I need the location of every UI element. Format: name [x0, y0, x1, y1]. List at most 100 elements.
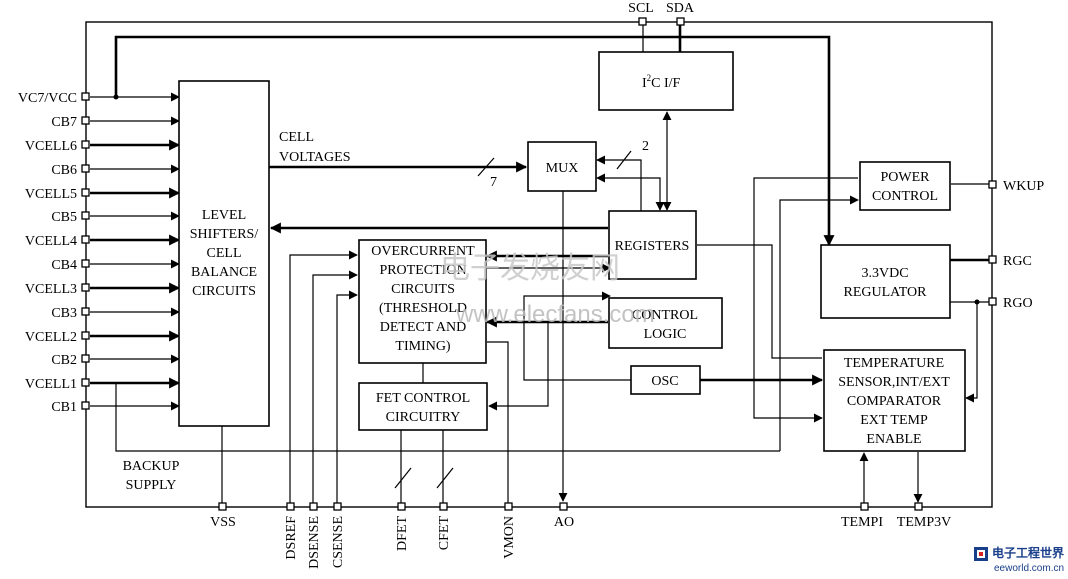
pin-cb3	[81, 307, 90, 316]
logo-url: eeworld.com.cn	[994, 563, 1064, 574]
pin-label-vcell4: VCELL4	[25, 234, 77, 249]
temperature-line-5: ENABLE	[866, 432, 921, 447]
overcurrent-line-4: (THRESHOLD	[379, 301, 467, 316]
pin-vcell1	[81, 378, 90, 387]
pin-dfet	[397, 502, 406, 511]
cell-voltages-label-1: CELL	[279, 130, 314, 145]
mux-label: MUX	[546, 161, 579, 176]
bus2-slash	[616, 150, 632, 170]
dsref-wire	[289, 250, 358, 504]
temperature-line-2: SENSOR,INT/EXT	[838, 375, 950, 390]
wires	[90, 25, 990, 504]
csense-wire	[336, 290, 358, 504]
mux-registers-data-wire	[596, 173, 665, 211]
registers-to-mux-wire	[596, 155, 642, 212]
pin-vc7-vcc	[81, 92, 90, 101]
level-shifters-line-1: LEVEL	[202, 208, 246, 223]
level-shifters-line-3: CELL	[207, 246, 242, 261]
pin-label-tempi: TEMPI	[841, 515, 883, 530]
pin-label-vc7-vcc: VC7/VCC	[18, 91, 77, 106]
pin-ao	[559, 502, 568, 511]
pin-label-temp3v: TEMP3V	[897, 515, 951, 530]
registers-block: REGISTERS	[608, 210, 697, 280]
pin-label-cb7: CB7	[51, 115, 77, 130]
pin-sda	[676, 17, 685, 26]
pin-cb5	[81, 211, 90, 220]
power-to-temperature-wire	[753, 177, 858, 423]
watermark-site-text: www.elecfans.com	[455, 301, 655, 328]
osc-label: OSC	[651, 374, 678, 389]
pin-label-cfet: CFET	[437, 516, 452, 551]
temperature-line-3: COMPARATOR	[847, 394, 942, 409]
fet-control-line-1: FET CONTROL	[376, 391, 470, 406]
fet-control-block: FET CONTROL CIRCUITRY	[358, 382, 488, 431]
pin-vmon	[504, 502, 513, 511]
pin-csense	[333, 502, 342, 511]
regulator-block: 3.3VDC REGULATOR	[820, 244, 951, 319]
pin-label-wkup: WKUP	[1003, 179, 1044, 194]
logo-name: 电子工程世界	[992, 545, 1064, 560]
temperature-line-1: TEMPERATURE	[844, 356, 944, 371]
control-logic-block: CONTROL LOGIC	[608, 297, 723, 349]
i2c-interface-block: I2C I/F	[598, 51, 734, 111]
pin-label-rgo: RGO	[1003, 296, 1033, 311]
bus7-slash	[477, 157, 495, 177]
cfet-slash	[436, 467, 454, 489]
pin-label-dsref: DSREF	[284, 516, 299, 560]
pin-label-cb4: CB4	[51, 258, 77, 273]
watermark: 电子发烧友网 www.elecfans.com	[440, 251, 655, 328]
power-control-block: POWER CONTROL	[859, 161, 951, 211]
pin-label-cb2: CB2	[51, 353, 77, 368]
osc-block: OSC	[630, 365, 701, 395]
pin-label-vmon: VMON	[502, 516, 517, 559]
pin-cb7	[81, 116, 90, 125]
registers-to-temperature-wire	[697, 244, 822, 359]
pin-vcell2	[81, 331, 90, 340]
backup-supply-wire	[115, 383, 780, 452]
rgo-to-temperature-wire	[965, 302, 978, 403]
bottom-pins: VSS DSREF DSENSE CSENSE DFET CFET VMON A…	[210, 502, 951, 569]
osc-to-control-wire	[523, 291, 631, 381]
pin-temp3v	[914, 502, 923, 511]
pin-wkup	[988, 180, 997, 189]
pin-label-vss: VSS	[210, 515, 236, 530]
backup-supply-label-1: BACKUP	[123, 459, 180, 474]
overcurrent-protection-block: OVERCURRENT PROTECTION CIRCUITS (THRESHO…	[358, 239, 487, 364]
pin-label-vcell1: VCELL1	[25, 377, 77, 392]
pin-label-cb3: CB3	[51, 306, 77, 321]
level-shifters-block: LEVEL SHIFTERS/ CELL BALANCE CIRCUITS	[178, 80, 270, 427]
pin-label-cb5: CB5	[51, 210, 77, 225]
pin-cb2	[81, 354, 90, 363]
overcurrent-line-1: OVERCURRENT	[371, 244, 475, 259]
control-logic-line-2: LOGIC	[644, 327, 687, 342]
regulator-line-2: REGULATOR	[844, 285, 928, 300]
pin-cb1	[81, 401, 90, 410]
cell-voltages-label-2: VOLTAGES	[279, 150, 350, 165]
watermark-chinese-text: 电子发烧友网	[440, 251, 620, 286]
pin-vcell5	[81, 188, 90, 197]
pin-label-vcell5: VCELL5	[25, 187, 77, 202]
pin-cfet	[439, 502, 448, 511]
control-logic-line-1: CONTROL	[632, 308, 698, 323]
pin-label-vcell2: VCELL2	[25, 330, 77, 345]
backup-supply-label-2: SUPPLY	[126, 478, 177, 493]
pin-cb4	[81, 259, 90, 268]
pin-tempi	[860, 502, 869, 511]
overcurrent-line-2: PROTECTION	[379, 263, 466, 278]
pin-rgo	[988, 297, 997, 306]
mux-block: MUX	[527, 141, 597, 192]
bus-width-2-label: 2	[642, 139, 649, 154]
overcurrent-line-6: TIMING)	[395, 339, 451, 354]
pin-rgc	[988, 255, 997, 264]
overcurrent-line-5: DETECT AND	[380, 320, 466, 335]
pin-vcell4	[81, 235, 90, 244]
pin-label-csense: CSENSE	[331, 516, 346, 568]
pin-label-ao: AO	[554, 515, 574, 530]
power-control-line-2: CONTROL	[872, 189, 938, 204]
regulator-line-1: 3.3VDC	[861, 266, 908, 281]
pin-dsense	[309, 502, 318, 511]
pin-vcell6	[81, 140, 90, 149]
top-pins: SCL SDA	[628, 1, 695, 26]
pin-scl	[638, 17, 647, 26]
